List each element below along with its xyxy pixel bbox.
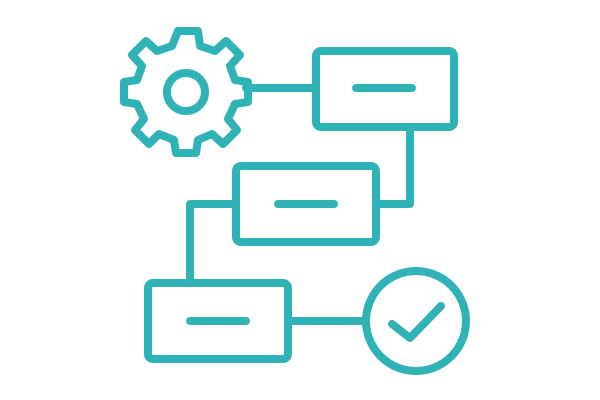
connectors [186,84,414,325]
process-box-2 [232,162,380,246]
check-mark [388,302,445,342]
process-box-1 [312,47,458,131]
process-box-3 [144,279,292,363]
connector-box-1-to-box-2 [372,123,414,208]
gear-icon [120,27,252,157]
check-circle-icon [362,267,470,375]
connector-box-2-to-box-3 [186,200,240,287]
